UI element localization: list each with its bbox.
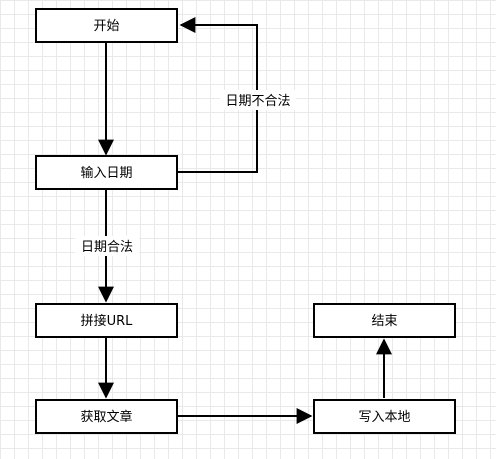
node-write-local-label: 写入本地 bbox=[358, 410, 410, 425]
node-end-label: 结束 bbox=[371, 314, 397, 329]
node-fetch-article-label: 获取文章 bbox=[80, 409, 132, 425]
node-start-label: 开始 bbox=[93, 19, 119, 34]
edge-invalid-label-bg bbox=[220, 90, 296, 110]
node-end[interactable]: 结束 bbox=[313, 303, 456, 338]
node-input-date[interactable]: 输入日期 bbox=[35, 155, 178, 190]
node-write-local[interactable]: 写入本地 bbox=[313, 399, 456, 434]
node-build-url-label: 拼接URL bbox=[81, 313, 134, 329]
node-build-url[interactable]: 拼接URL bbox=[35, 303, 178, 338]
edge-valid-label-bg bbox=[75, 236, 139, 256]
edge-label-valid-date: 日期合法 bbox=[81, 240, 133, 255]
node-fetch-article[interactable]: 获取文章 bbox=[35, 399, 178, 434]
node-start[interactable]: 开始 bbox=[35, 8, 178, 43]
node-input-date-label: 输入日期 bbox=[80, 165, 132, 181]
edge-label-invalid-date: 日期不合法 bbox=[225, 94, 290, 109]
